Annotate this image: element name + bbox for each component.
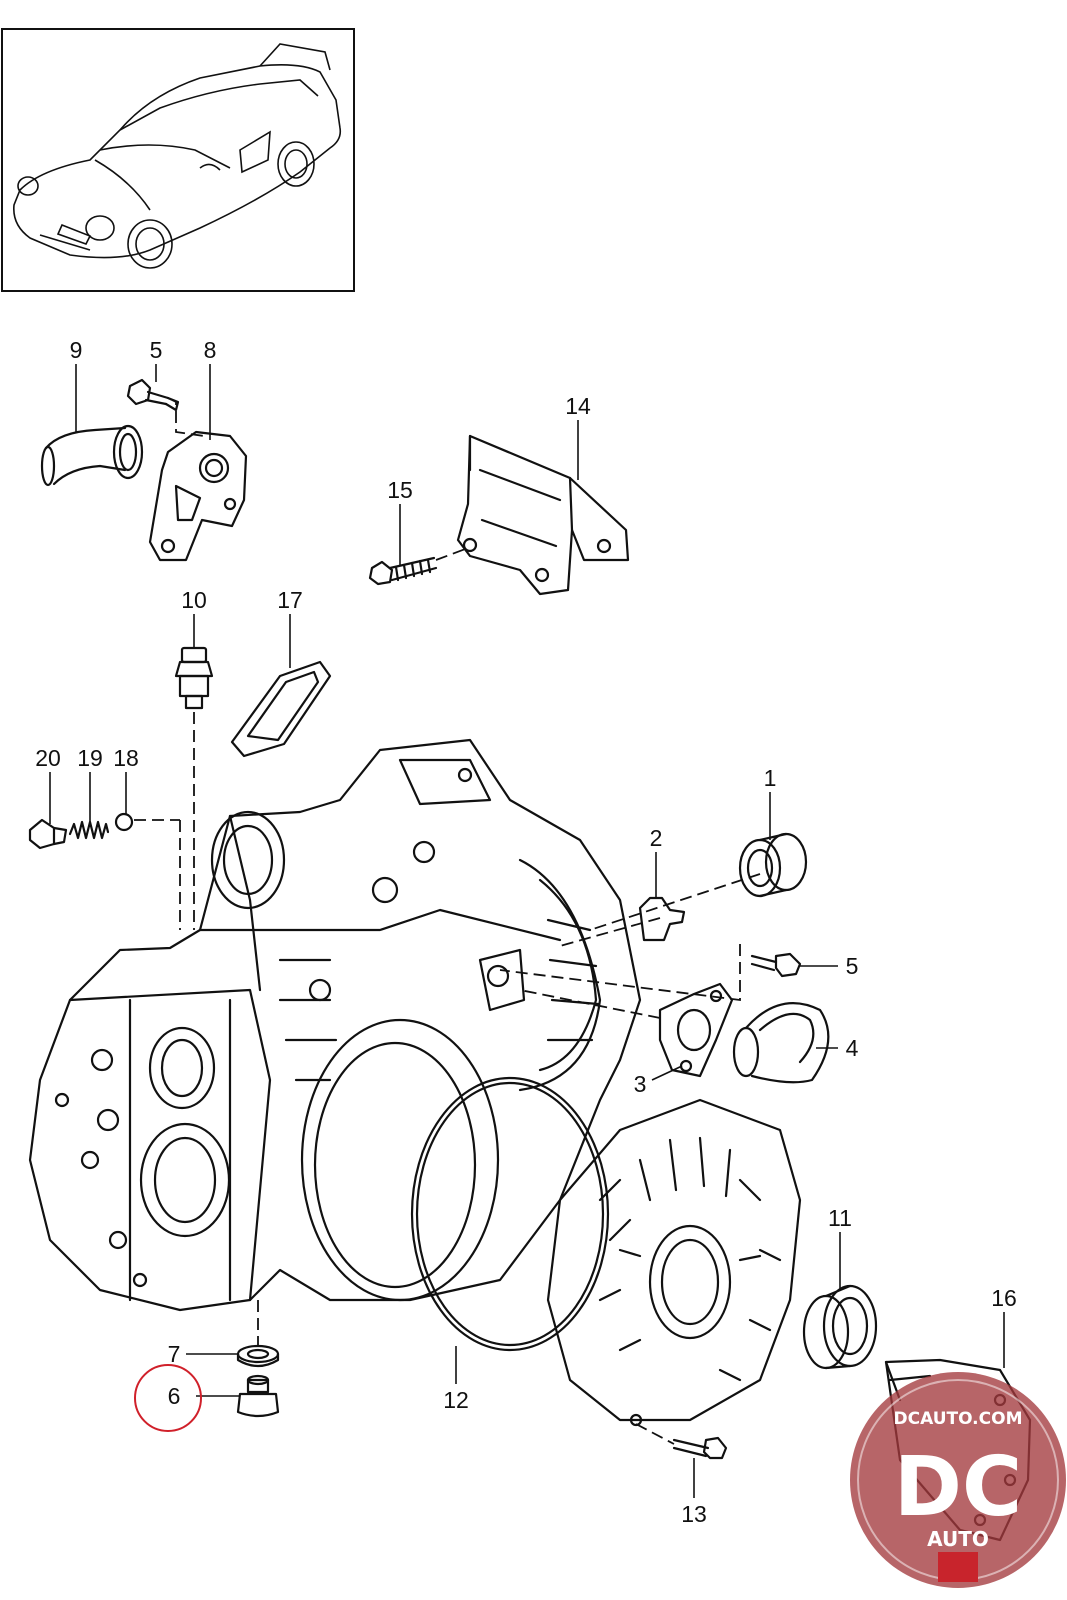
part-8-bracket (148, 430, 248, 562)
svg-text:DCAUTO.COM: DCAUTO.COM (893, 1409, 1022, 1429)
callout-14: 14 (565, 393, 591, 419)
part-6-plug (236, 1374, 280, 1418)
part-18-ball (114, 812, 134, 832)
assembly-lines (134, 397, 761, 1445)
callout-13: 13 (681, 1501, 707, 1527)
callout-8: 8 (204, 337, 217, 363)
callout-16: 16 (991, 1285, 1017, 1311)
part-15-screw (368, 556, 438, 586)
callout-11: 11 (828, 1205, 852, 1231)
part-20-plug (28, 818, 68, 850)
callout-2: 2 (650, 825, 663, 851)
callout-6: 6 (168, 1383, 181, 1409)
transmission-housing (28, 738, 642, 1312)
leader-lines (49, 364, 1005, 1498)
callout-17: 17 (277, 587, 303, 613)
callout-5-top: 5 (150, 337, 163, 363)
callout-5-right: 5 (846, 953, 859, 979)
callout-10: 10 (181, 587, 207, 613)
callout-18: 18 (113, 745, 139, 771)
dcauto-watermark-logo: DCAUTO.COM DC AUTO (850, 1372, 1066, 1588)
part-11-seal (802, 1284, 878, 1370)
part-17-cover (230, 660, 332, 758)
callout-15: 15 (387, 477, 413, 503)
side-cover (546, 1098, 802, 1427)
part-12-o-ring (410, 1076, 610, 1352)
svg-text:DC: DC (894, 1440, 1022, 1535)
callout-3: 3 (634, 1071, 647, 1097)
part-7-washer (236, 1344, 280, 1368)
callout-1: 1 (764, 765, 777, 791)
part-1-seal (738, 832, 808, 898)
part-5-bolt-right (750, 952, 802, 978)
part-13-bolt (672, 1436, 728, 1460)
part-9-tube (40, 424, 144, 487)
callout-4: 4 (846, 1035, 859, 1061)
highlight-circle-6 (134, 1364, 202, 1432)
svg-text:AUTO: AUTO (927, 1527, 989, 1551)
callout-7: 7 (168, 1341, 181, 1367)
part-14-bracket (456, 434, 630, 596)
part-4-elbow (732, 1002, 830, 1084)
callout-9: 9 (70, 337, 83, 363)
callout-19: 19 (77, 745, 103, 771)
callout-20: 20 (35, 745, 61, 771)
part-10-vent (174, 646, 214, 710)
part-19-spring (68, 820, 110, 840)
car-thumbnail (1, 28, 355, 292)
callout-12: 12 (443, 1387, 469, 1413)
part-5-bolt-top (126, 378, 180, 412)
callout-labels: 9 5 8 14 15 10 17 20 19 18 1 2 5 4 3 7 6… (35, 337, 1017, 1527)
part-2-clip (638, 896, 686, 942)
part-3-bracket (658, 982, 734, 1078)
